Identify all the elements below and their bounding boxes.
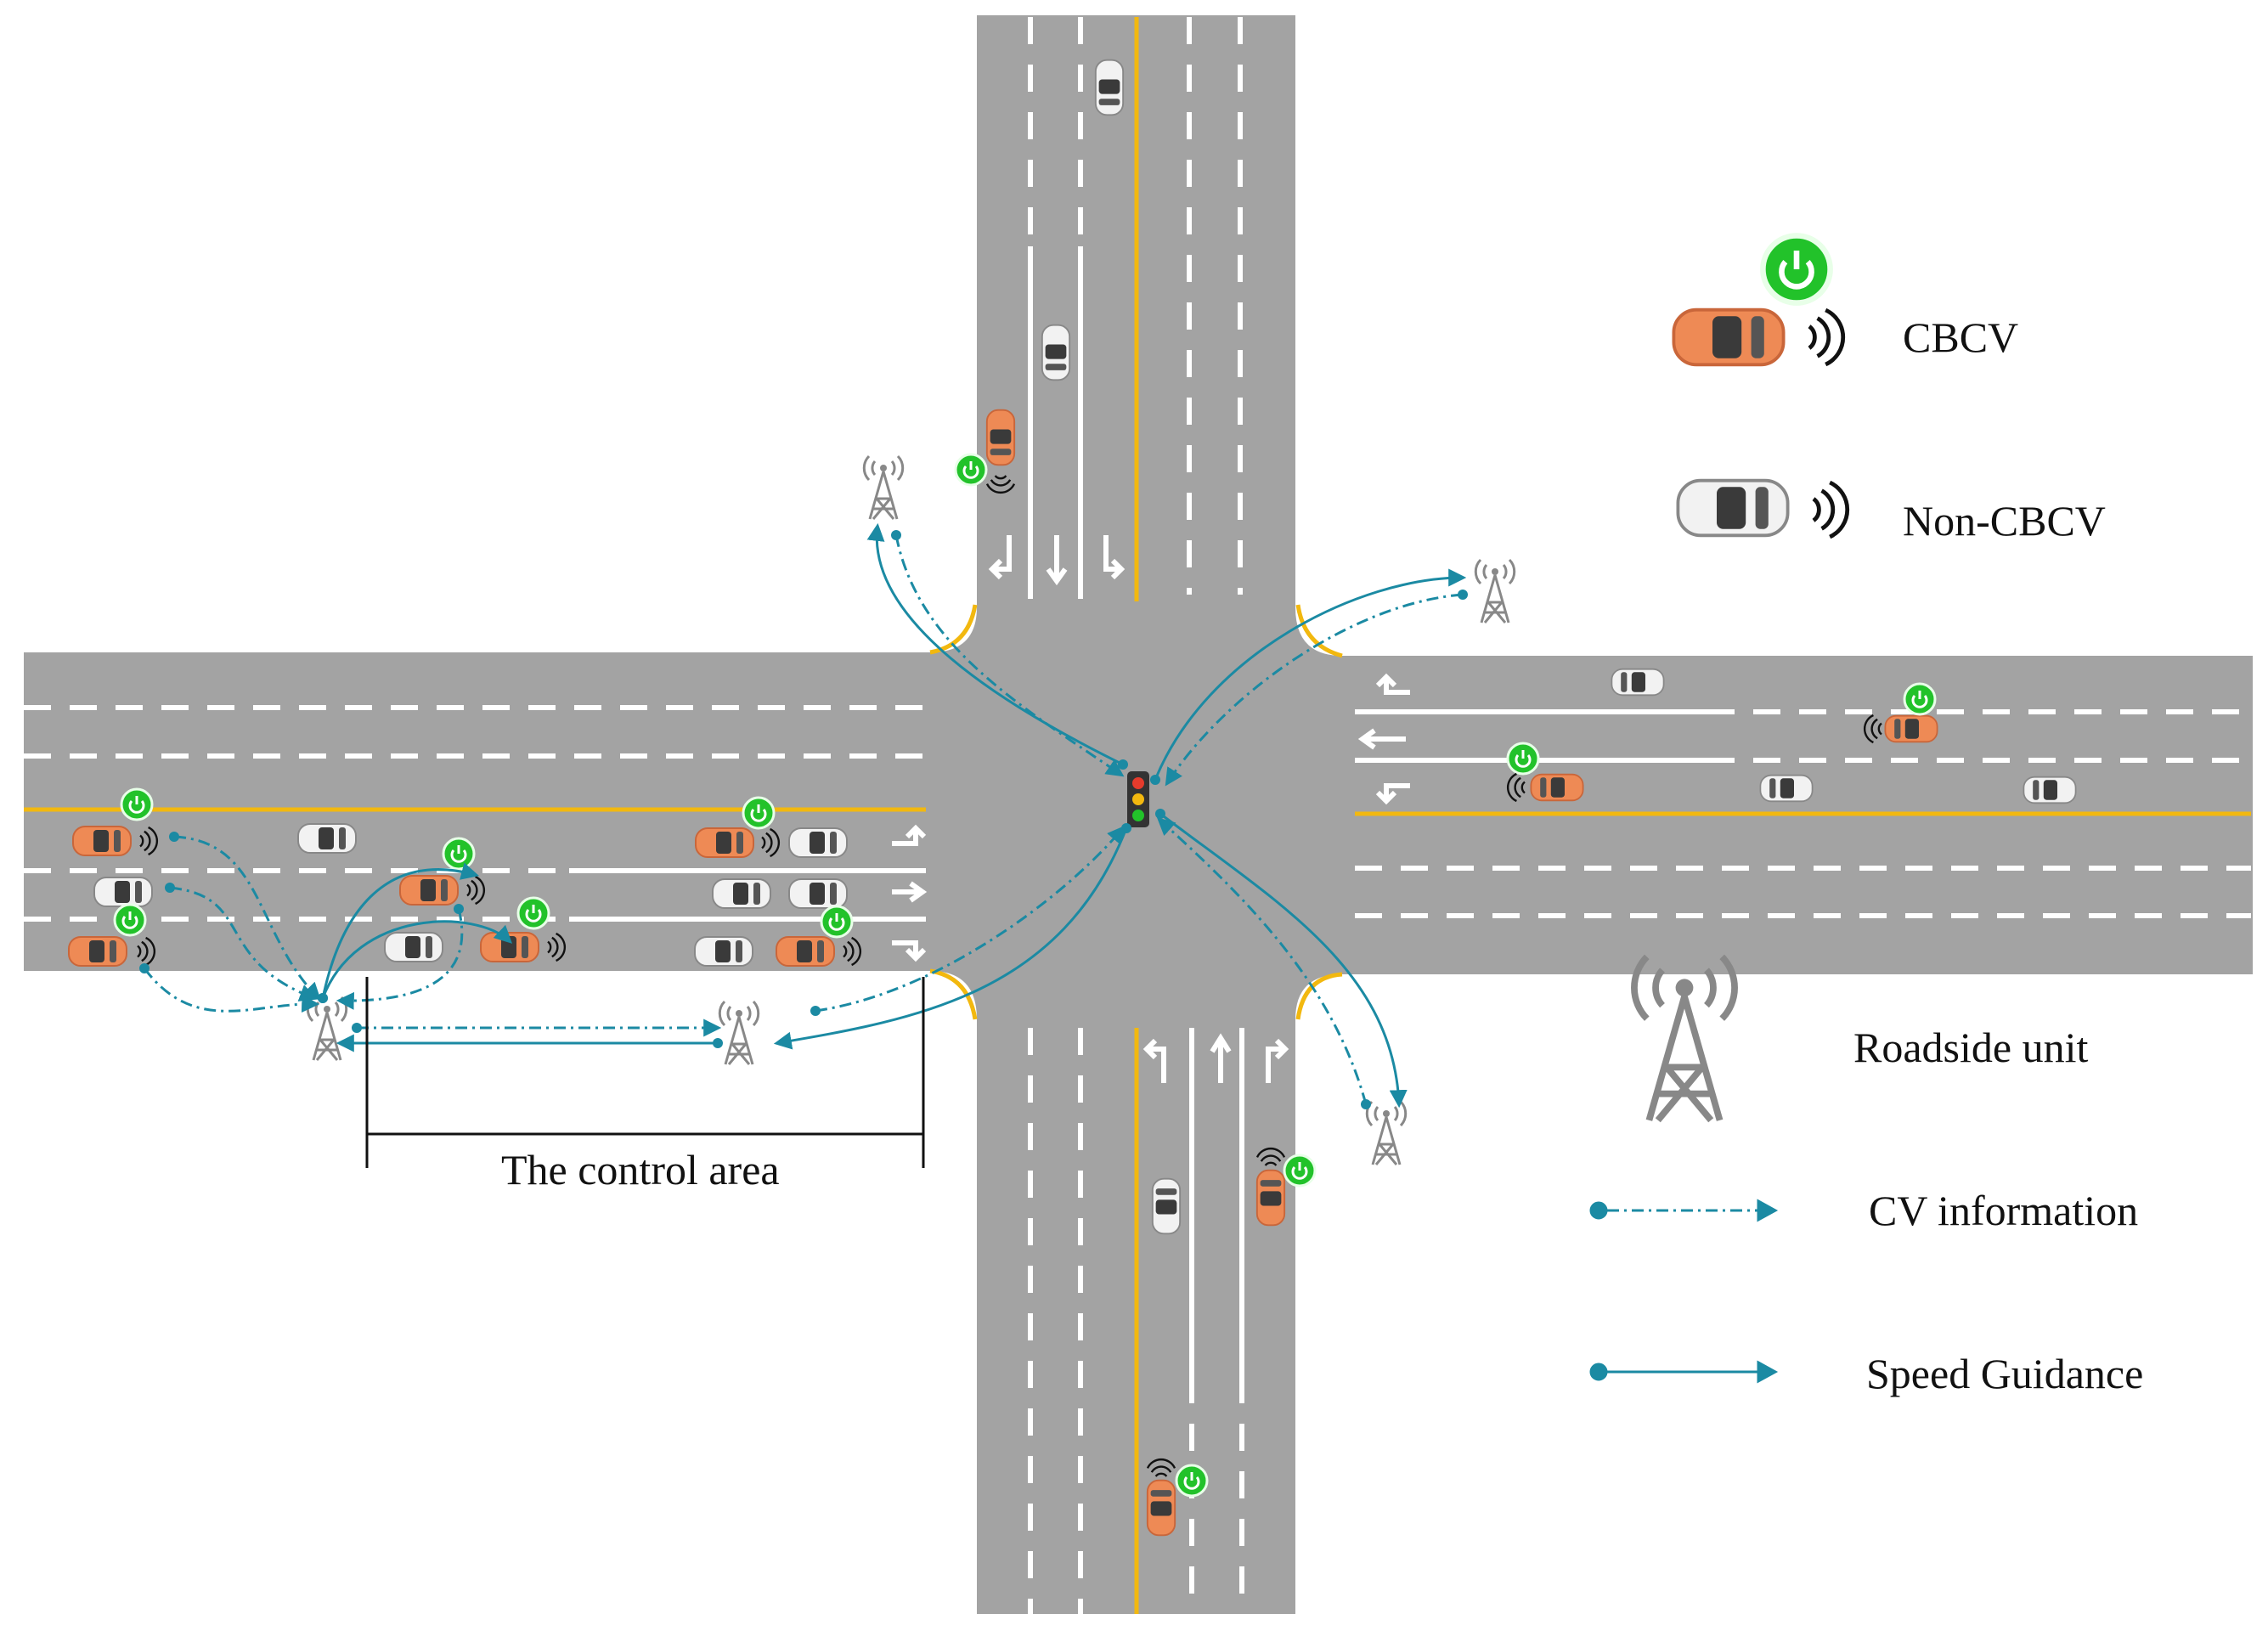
traffic-light-icon xyxy=(1127,771,1149,827)
power-icon xyxy=(516,896,550,930)
legend xyxy=(1589,235,1848,1384)
non-cbcv-car xyxy=(1611,668,1665,697)
non-cbcv-car xyxy=(93,877,153,907)
non-cbcv-car xyxy=(1041,324,1071,381)
legend-roadside-unit-label: Roadside unit xyxy=(1853,1024,2089,1071)
cbcv-car xyxy=(1146,1479,1176,1537)
cbcv-car xyxy=(1255,1169,1286,1227)
cbcv-car xyxy=(72,826,132,856)
legend-non-cbcv-label: Non-CBCV xyxy=(1903,497,2106,544)
cbcv-car xyxy=(776,936,835,967)
power-icon xyxy=(1283,1154,1317,1188)
legend-non-cbcv-symbol xyxy=(1676,478,1790,538)
power-icon xyxy=(1175,1464,1209,1498)
center-lines xyxy=(24,17,2251,1614)
control-area-bracket xyxy=(365,977,925,1168)
non-cbcv-car xyxy=(1151,1177,1182,1235)
power-icon xyxy=(742,796,776,830)
antenna-tower-icon xyxy=(862,454,905,521)
cbcv-car xyxy=(68,936,127,967)
non-cbcv-car xyxy=(384,932,443,962)
non-cbcv-car xyxy=(694,936,753,967)
wireless-signal-icon xyxy=(1809,310,1843,364)
non-cbcv-car xyxy=(2023,776,2077,804)
cbcv-car xyxy=(399,875,459,906)
legend-speed-guidance-symbol xyxy=(1589,1360,1779,1384)
antenna-tower-icon xyxy=(1365,1100,1408,1166)
legend-speed-guidance-label: Speed Guidance xyxy=(1866,1350,2144,1397)
cbcv-car xyxy=(985,409,1016,466)
non-cbcv-car xyxy=(712,878,771,909)
wireless-signal-icon xyxy=(1814,482,1848,537)
non-cbcv-car xyxy=(297,823,357,854)
power-icon xyxy=(954,453,988,487)
non-cbcv-car xyxy=(788,878,848,909)
non-cbcv-car xyxy=(788,827,848,858)
cv-information-links xyxy=(139,530,1468,1109)
power-icon xyxy=(120,787,154,821)
non-cbcv-car xyxy=(1094,59,1125,116)
antenna-tower-icon xyxy=(1634,956,1735,1120)
control-area-label: The control area xyxy=(501,1146,780,1193)
legend-cbcv-label: CBCV xyxy=(1903,313,2019,361)
power-icon xyxy=(442,837,476,871)
cbcv-car xyxy=(480,932,539,962)
legend-cv-information-symbol xyxy=(1589,1199,1779,1222)
non-cbcv-car xyxy=(1759,774,1814,803)
cbcv-car xyxy=(1884,714,1938,743)
power-icon xyxy=(113,903,147,937)
antenna-tower-icon xyxy=(718,1000,760,1066)
antenna-tower-icon xyxy=(1474,558,1516,624)
power-icon xyxy=(1506,742,1540,776)
cbcv-car xyxy=(1530,773,1584,802)
legend-cv-information-label: CV information xyxy=(1869,1187,2139,1234)
power-icon xyxy=(1763,235,1830,302)
power-icon xyxy=(1903,682,1937,716)
legend-cbcv-symbol xyxy=(1672,308,1786,367)
cbcv-car xyxy=(695,827,754,858)
power-icon xyxy=(820,905,854,939)
antenna-tower-icon xyxy=(306,996,348,1062)
